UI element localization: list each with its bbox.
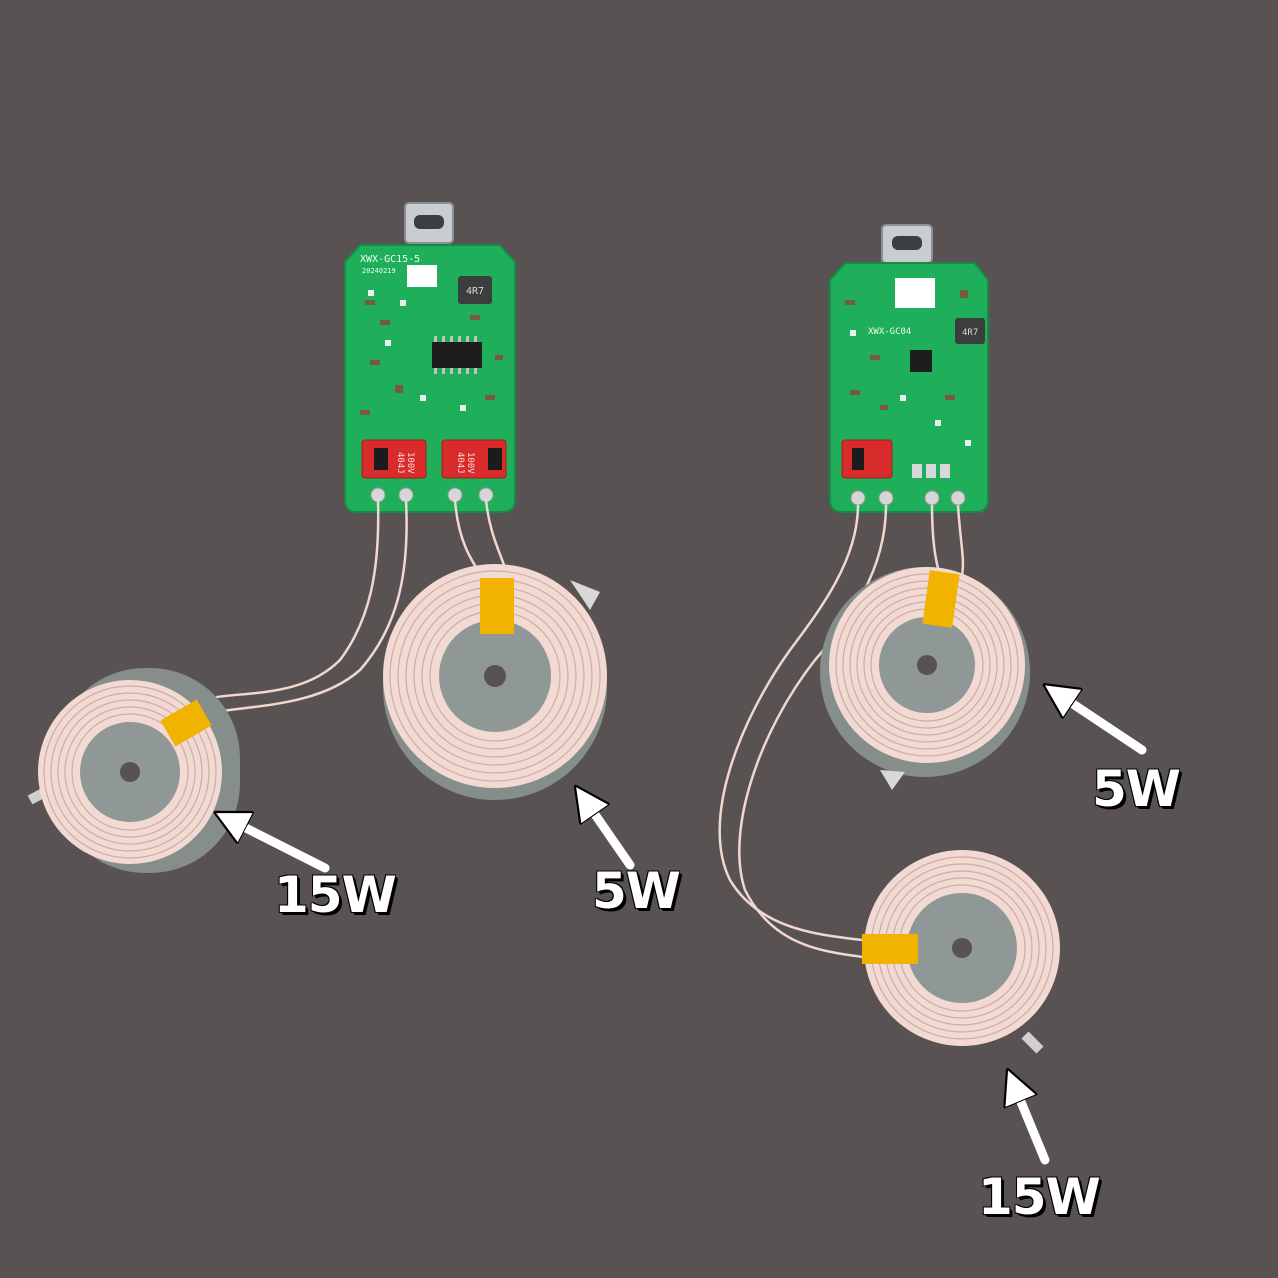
label-left-large-coil: 5W	[592, 862, 681, 920]
right-smd-resistors	[912, 464, 950, 478]
right-capacitor	[841, 439, 893, 479]
label-right-large-coil: 5W	[1092, 760, 1181, 818]
svg-text:100V: 100V	[465, 452, 475, 474]
left-capacitor-1	[361, 439, 427, 479]
left-large-coil	[383, 564, 607, 800]
callout-arrows	[230, 694, 1147, 1165]
right-inductor	[955, 318, 985, 344]
label-right-small-coil: 15W	[978, 1168, 1101, 1226]
left-board-model: XWX-GC15-5	[360, 254, 420, 265]
kapton-tape	[862, 934, 918, 964]
left-pcb-board: XWX-GC15-5 20240219 4R7 404J 100V 404J 1…	[344, 202, 516, 513]
svg-text:4R7: 4R7	[962, 328, 978, 338]
right-small-coil	[862, 850, 1060, 1054]
left-inductor	[458, 276, 492, 304]
svg-text:404J: 404J	[455, 452, 465, 474]
left-ic-chip	[432, 342, 482, 368]
right-large-coil	[820, 567, 1030, 790]
right-board-model: XWX-GC04	[868, 327, 911, 337]
kapton-tape	[922, 570, 960, 628]
arrow-left-small-coil	[230, 820, 330, 873]
left-small-coil	[27, 668, 240, 873]
kapton-tape	[480, 578, 514, 634]
right-ic-chip	[910, 350, 932, 372]
left-board-date: 20240219	[362, 267, 396, 275]
label-left-small-coil: 15W	[274, 866, 397, 924]
arrow-right-small-coil	[1014, 1085, 1050, 1165]
svg-text:100V: 100V	[405, 452, 415, 474]
left-solder-pads	[370, 487, 494, 503]
right-solder-pads	[850, 490, 966, 506]
svg-text:4R7: 4R7	[466, 286, 484, 297]
arrow-right-large-coil	[1058, 694, 1147, 755]
arrow-left-large-coil	[585, 800, 635, 870]
right-pcb-board: XWX-GC04 4R7	[829, 224, 989, 513]
svg-text:404J: 404J	[395, 452, 405, 474]
kapton-tape	[160, 699, 212, 747]
